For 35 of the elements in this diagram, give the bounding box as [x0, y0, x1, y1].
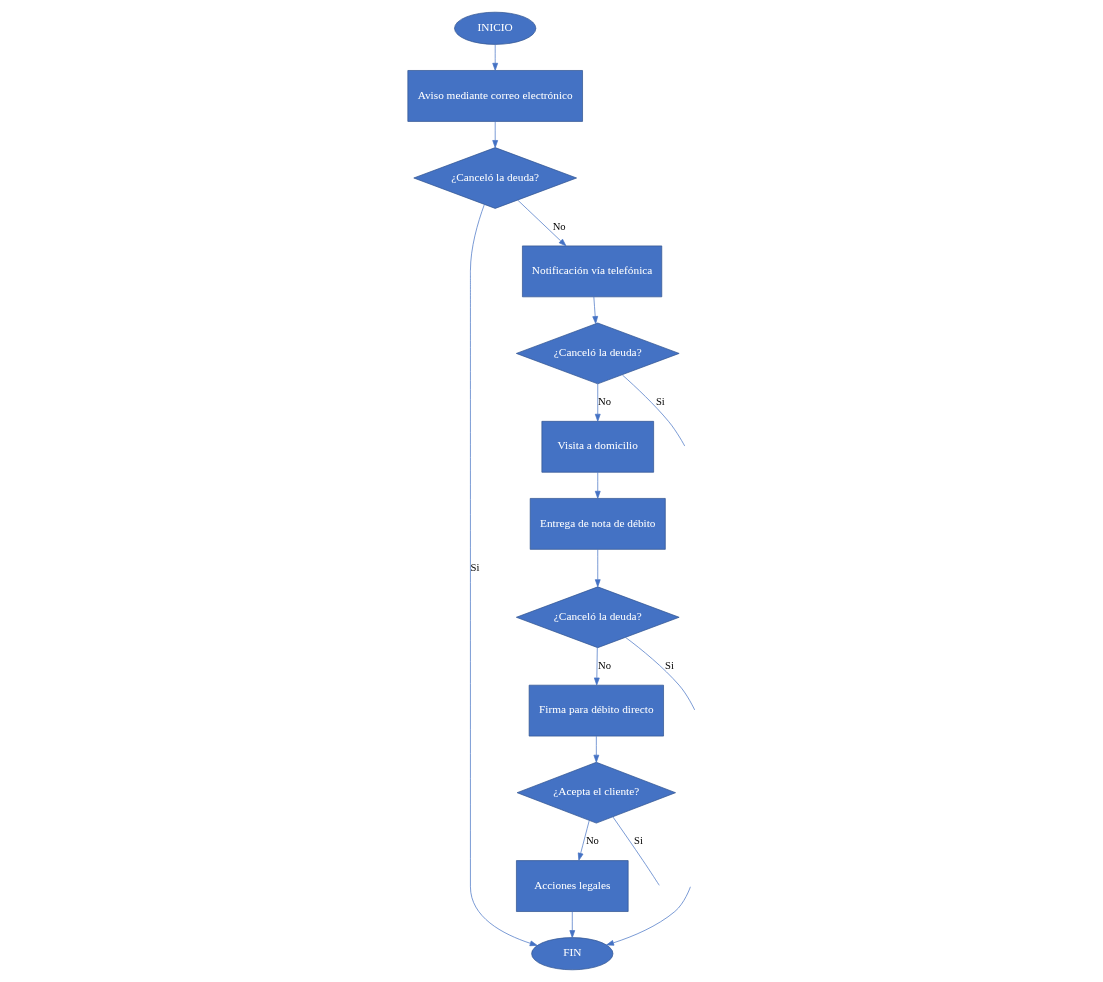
- arrow: [577, 820, 590, 861]
- node-diamond: ¿Canceló la deuda?: [413, 147, 577, 209]
- edge-label: No: [597, 396, 611, 408]
- edge-label: Si: [665, 659, 674, 671]
- node-diamond: ¿Canceló la deuda?: [516, 586, 680, 649]
- arrow: [594, 647, 600, 686]
- arrow: [593, 735, 600, 763]
- arrow: [594, 383, 601, 422]
- node-box: Acciones legales: [516, 860, 629, 912]
- node-box: Aviso mediante correo electrónico: [407, 70, 583, 122]
- arrow: [594, 549, 601, 588]
- arrow: [470, 204, 538, 947]
- arrow: [592, 296, 599, 324]
- connector: [625, 637, 695, 711]
- edge-label: No: [552, 220, 566, 232]
- edge-label: Si: [470, 561, 480, 573]
- edge-label: Si: [655, 396, 665, 408]
- edge-label: Si: [634, 835, 643, 847]
- arrow: [606, 886, 691, 946]
- arrow: [594, 471, 601, 499]
- connector: [612, 816, 660, 886]
- node-box: Entrega de nota de débito: [529, 498, 666, 550]
- arrow: [492, 44, 498, 71]
- node-box: Visita a domicilio: [541, 420, 654, 473]
- edge-label: No: [597, 659, 611, 671]
- arrow: [492, 121, 498, 148]
- arrow: [517, 199, 567, 247]
- node-diamond: ¿Canceló la deuda?: [516, 322, 680, 385]
- edge-label: No: [585, 835, 599, 847]
- node-box: Notificación vía telefónica: [522, 245, 663, 298]
- node-diamond: ¿Acepta el cliente?: [516, 761, 676, 824]
- arrow: [569, 911, 576, 938]
- node-ellipse: INICIO: [454, 11, 537, 45]
- node-box: Firma para débito directo: [528, 684, 664, 737]
- connector: [622, 374, 686, 447]
